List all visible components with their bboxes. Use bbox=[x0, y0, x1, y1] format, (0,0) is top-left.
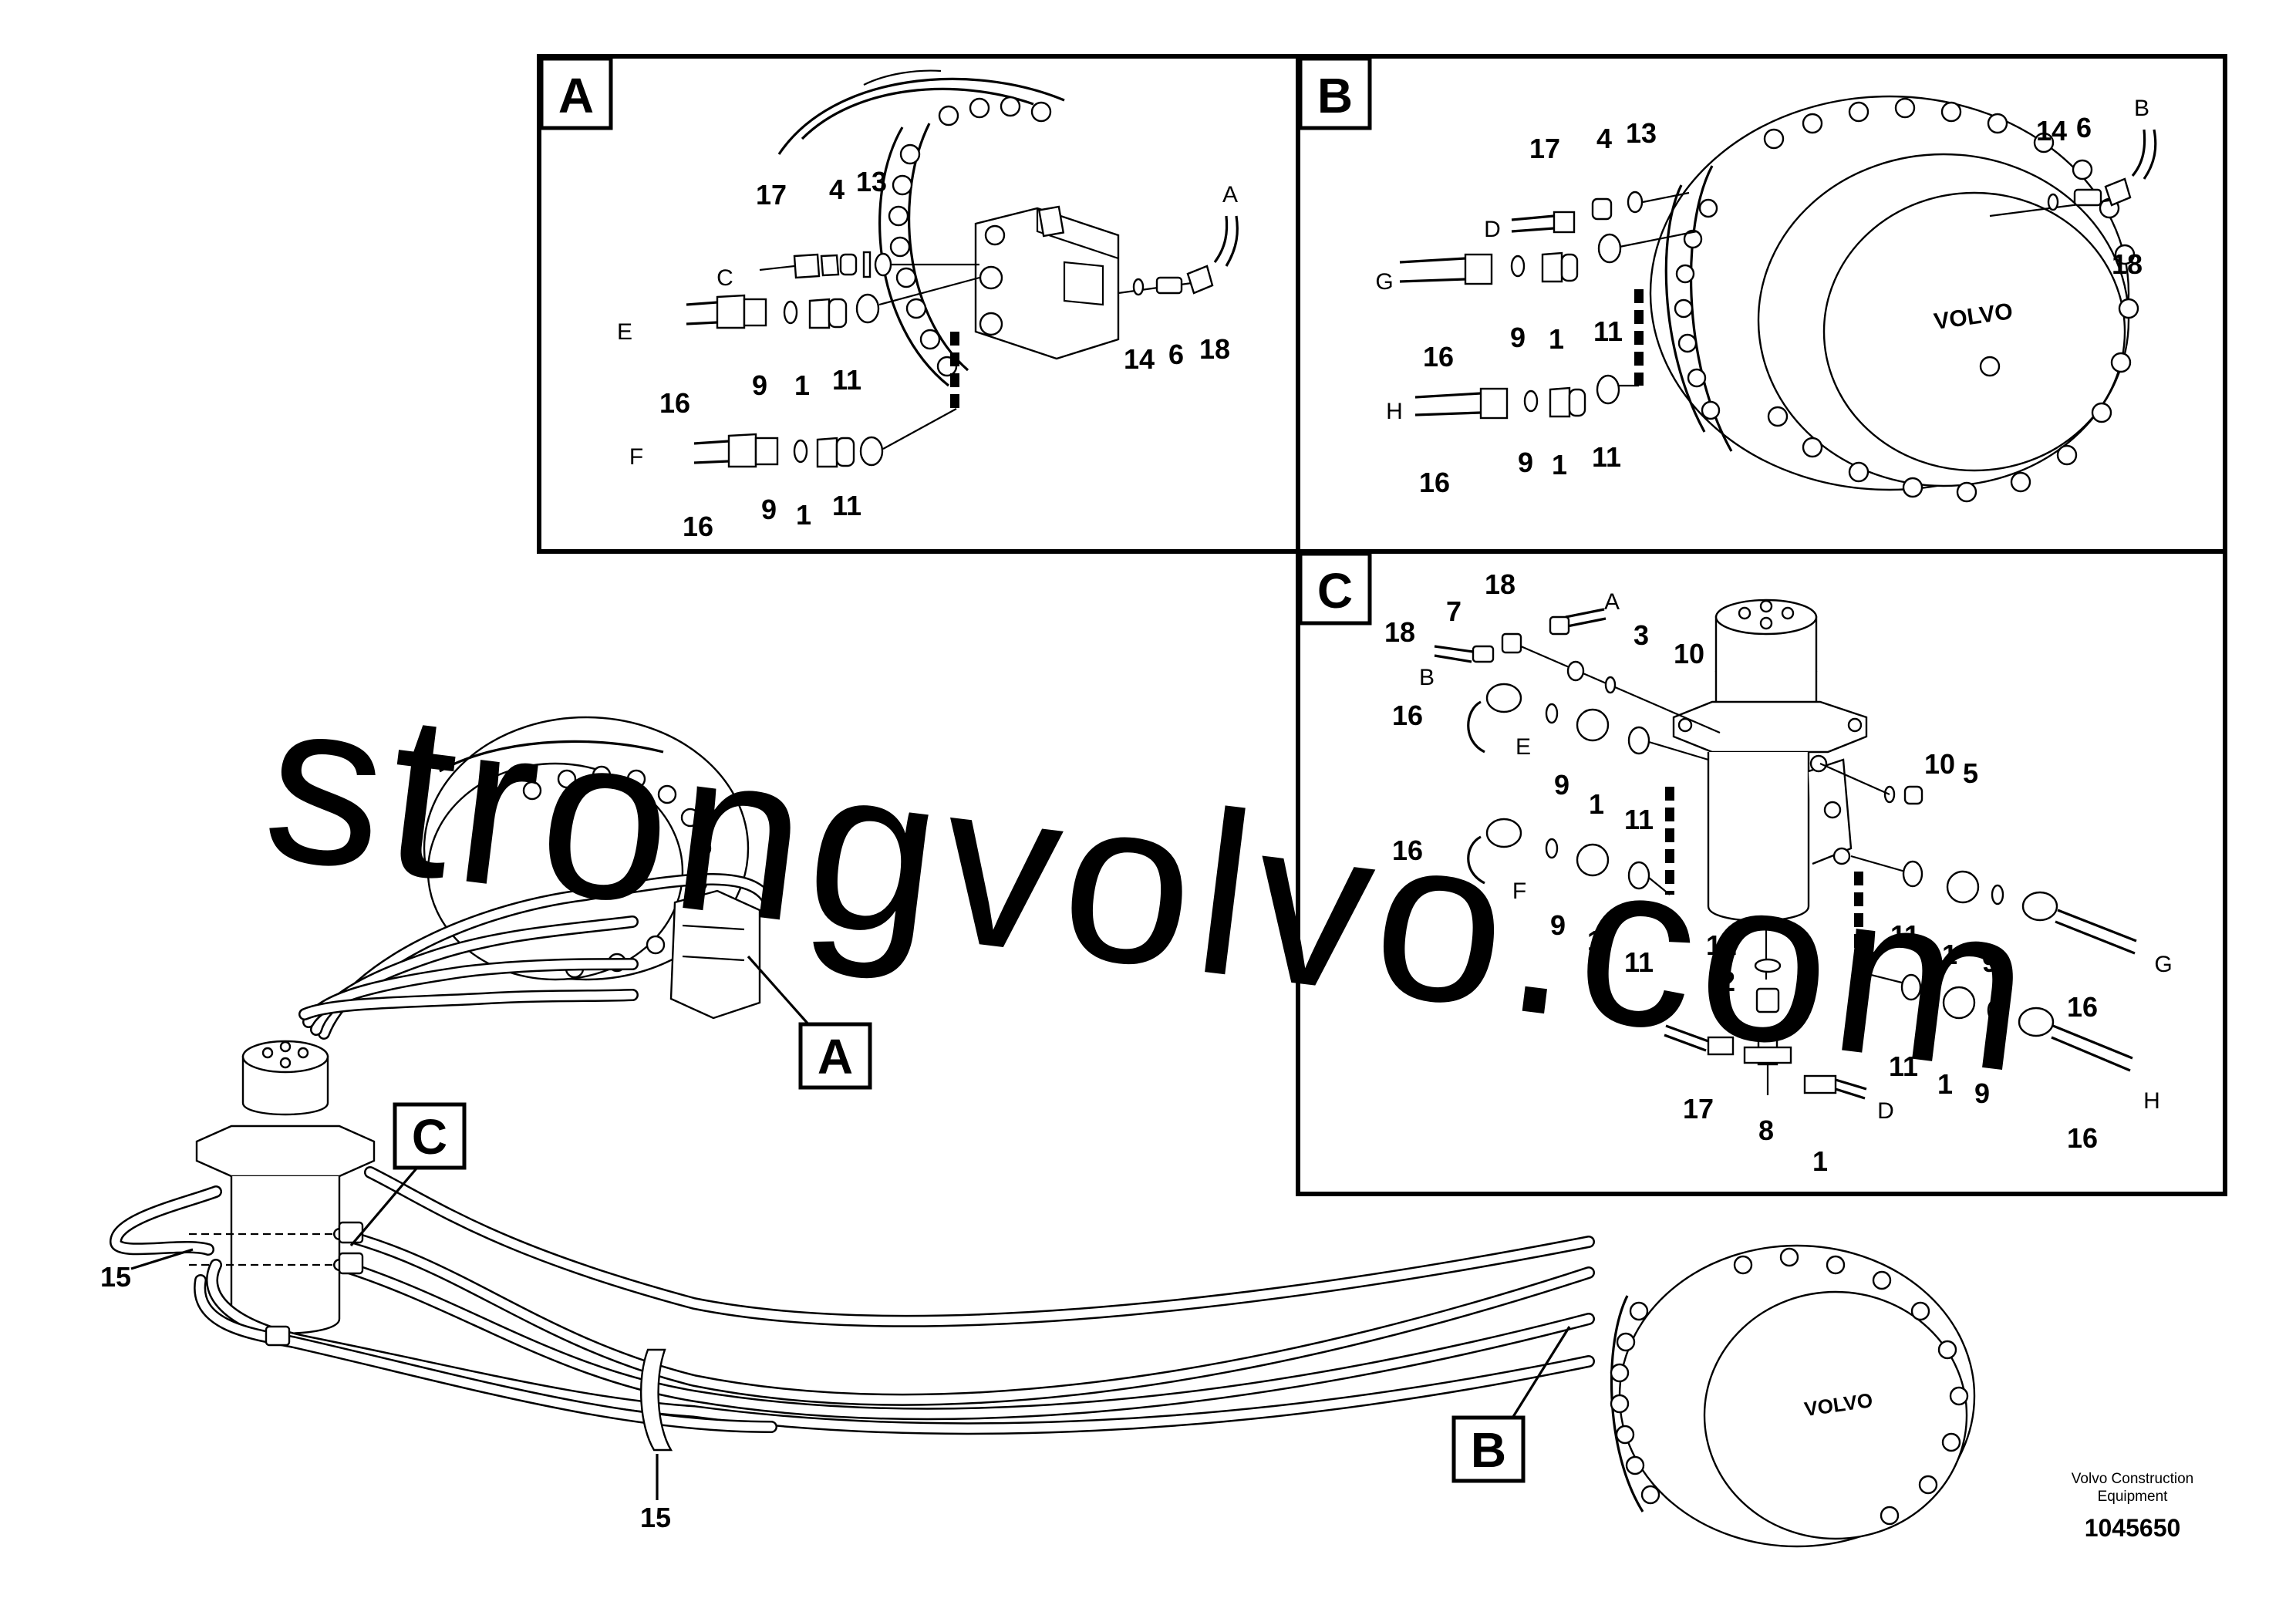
label-c-5: 5 bbox=[1963, 757, 1978, 789]
label-b-17: 17 bbox=[1529, 133, 1560, 164]
label-a-17: 17 bbox=[756, 179, 787, 211]
label-c-2: 2 bbox=[1720, 966, 1735, 997]
label-b-1-top: 1 bbox=[1549, 323, 1564, 355]
footer-company-line2: Equipment bbox=[2098, 1489, 2169, 1505]
label-b-16-bottom: 16 bbox=[1419, 467, 1450, 498]
label-a-9-top: 9 bbox=[752, 369, 767, 401]
letter-a-c: C bbox=[716, 265, 733, 291]
detail-b-bolts bbox=[1763, 97, 2139, 503]
label-c-16-f: 16 bbox=[1392, 835, 1423, 866]
callout-a-text: A bbox=[818, 1029, 853, 1084]
detail-b-gear-teeth bbox=[1674, 198, 1721, 420]
label-c-1-f: 1 bbox=[1587, 925, 1603, 956]
label-c-17-partial: 1 bbox=[1812, 1145, 1828, 1177]
label-c-11-h: 11 bbox=[1889, 1050, 1918, 1082]
label-c-7: 7 bbox=[1446, 595, 1462, 627]
label-c-9-h: 9 bbox=[1974, 1077, 1990, 1109]
label-c-8: 8 bbox=[1758, 1114, 1774, 1146]
label-c-11-e: 11 bbox=[1624, 804, 1654, 835]
label-a-11-bottom: 11 bbox=[832, 490, 861, 521]
label-a-16-top: 16 bbox=[659, 387, 690, 419]
detail-b-title-text: B bbox=[1317, 68, 1353, 123]
letter-a-f: F bbox=[629, 444, 643, 470]
letter-b-d: D bbox=[1484, 217, 1501, 242]
label-a-1-bottom: 1 bbox=[796, 499, 811, 531]
label-c-18-left: 18 bbox=[1384, 616, 1415, 648]
label-b-11-top: 11 bbox=[1593, 315, 1623, 347]
label-a-14: 14 bbox=[1124, 343, 1155, 375]
detail-a-drawing bbox=[686, 69, 1239, 468]
letter-a-e: E bbox=[617, 319, 632, 345]
footer-document-number: 1045650 bbox=[2085, 1514, 2181, 1542]
letter-c-a: A bbox=[1604, 589, 1620, 615]
detail-c-frame bbox=[1296, 549, 2227, 1196]
label-b-9-top: 9 bbox=[1510, 322, 1526, 353]
label-a-18: 18 bbox=[1199, 333, 1230, 365]
detail-a-title: A bbox=[539, 56, 613, 130]
label-c-3: 3 bbox=[1633, 619, 1649, 651]
detail-a-title-text: A bbox=[558, 68, 594, 123]
label-b-18: 18 bbox=[2112, 248, 2143, 280]
label-c-18-top: 18 bbox=[1485, 568, 1515, 600]
detail-b-title: B bbox=[1298, 56, 1372, 130]
label-a-11-top: 11 bbox=[832, 364, 861, 396]
label-a-1-top: 1 bbox=[794, 369, 810, 401]
detail-c-title: C bbox=[1298, 551, 1372, 626]
letter-c-b: B bbox=[1419, 665, 1435, 690]
label-c-11-g: 11 bbox=[1890, 919, 1920, 951]
letter-c-c: C bbox=[1654, 998, 1671, 1023]
label-b-16-top: 16 bbox=[1423, 341, 1454, 373]
footer-company: Volvo Construction bbox=[2072, 1471, 2193, 1487]
detail-b-drawing: VOLVO bbox=[1399, 95, 2157, 503]
letter-c-f: F bbox=[1512, 878, 1526, 904]
callout-b-text: B bbox=[1471, 1422, 1506, 1478]
letter-b-h: H bbox=[1386, 399, 1403, 424]
label-c-9-g: 9 bbox=[1982, 946, 1998, 978]
detail-c-drawing bbox=[1434, 599, 2137, 1100]
callout-c[interactable]: C bbox=[393, 1102, 467, 1170]
detail-c-title-text: C bbox=[1317, 563, 1353, 619]
label-c-16-e: 16 bbox=[1392, 700, 1423, 731]
callout-a[interactable]: A bbox=[798, 1022, 872, 1090]
label-c-9-f: 9 bbox=[1550, 909, 1566, 941]
label-c-17: 17 bbox=[1683, 1093, 1714, 1125]
label-c-16-g: 16 bbox=[2067, 991, 2098, 1023]
label-c-1-h: 1 bbox=[1937, 1068, 1953, 1100]
letter-c-g: G bbox=[2154, 952, 2172, 977]
callout-b[interactable]: B bbox=[1451, 1415, 1526, 1483]
letter-b-b: B bbox=[2134, 96, 2149, 121]
label-a-6: 6 bbox=[1168, 339, 1184, 370]
label-c-11-f: 11 bbox=[1624, 946, 1654, 978]
label-c-1-e: 1 bbox=[1589, 788, 1604, 820]
label-overview-15-left: 15 bbox=[100, 1261, 131, 1293]
label-b-14: 14 bbox=[2036, 115, 2067, 147]
letter-c-h: H bbox=[2143, 1088, 2160, 1114]
label-a-13: 13 bbox=[856, 166, 887, 197]
letter-a-a: A bbox=[1222, 182, 1238, 207]
label-c-16-h: 16 bbox=[2067, 1122, 2098, 1154]
label-c-12: 12 bbox=[1706, 929, 1737, 961]
label-b-9-bottom: 9 bbox=[1518, 447, 1533, 478]
label-b-13: 13 bbox=[1626, 117, 1657, 149]
overview-motor-b-teeth bbox=[1610, 1247, 1969, 1526]
label-c-10-right: 10 bbox=[1924, 748, 1955, 780]
label-a-9-bottom: 9 bbox=[761, 494, 777, 525]
label-c-9-e: 9 bbox=[1554, 769, 1569, 801]
label-b-6: 6 bbox=[2076, 112, 2092, 143]
label-b-1-bottom: 1 bbox=[1552, 449, 1567, 481]
label-overview-15-bottom: 15 bbox=[640, 1502, 671, 1533]
letter-c-d: D bbox=[1877, 1098, 1894, 1124]
letter-b-g: G bbox=[1375, 269, 1393, 295]
label-b-4: 4 bbox=[1596, 123, 1612, 154]
label-a-16-bottom: 16 bbox=[683, 511, 713, 542]
callout-c-text: C bbox=[412, 1109, 447, 1165]
label-b-11-bottom: 11 bbox=[1592, 441, 1621, 473]
overview-drawing: VOLVO bbox=[109, 716, 1976, 1548]
letter-c-e: E bbox=[1515, 734, 1531, 760]
label-a-4: 4 bbox=[829, 174, 845, 205]
label-c-1-g: 1 bbox=[1942, 939, 1957, 970]
label-c-10-top: 10 bbox=[1674, 638, 1704, 669]
